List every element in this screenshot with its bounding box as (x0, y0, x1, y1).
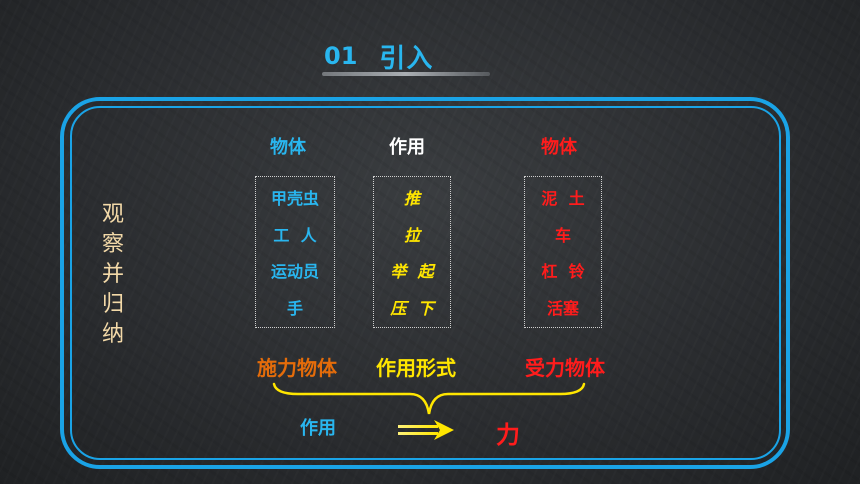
right-column-list: 泥 土 车 杠 铃 活塞 (524, 176, 602, 328)
middle-column-list: 推 拉 举 起 压 下 (373, 176, 451, 328)
list-item: 压 下 (390, 298, 434, 318)
category-action: 作用形式 (376, 356, 456, 380)
list-item: 甲壳虫 (270, 189, 319, 209)
force-label: 力 (496, 421, 520, 449)
category-receiver: 受力物体 (525, 356, 605, 380)
middle-column-header: 作用 (389, 137, 425, 158)
list-item: 杠 铃 (541, 262, 585, 282)
list-item: 推 (403, 189, 420, 209)
side-char: 察 (101, 232, 124, 257)
category-agent: 施力物体 (257, 356, 337, 380)
list-item: 工 人 (273, 225, 317, 245)
list-item: 活塞 (546, 298, 579, 318)
double-arrow-icon (398, 420, 454, 440)
section-heading: 引入 (379, 43, 434, 74)
content-frame-inner (70, 106, 781, 460)
list-item: 拉 (403, 225, 420, 245)
content-frame-outer (60, 97, 790, 469)
section-number: 01 (324, 42, 358, 70)
list-item: 手 (286, 298, 303, 318)
title-underline (322, 72, 490, 76)
left-column-header: 物体 (270, 137, 306, 158)
left-column-list: 甲壳虫 工 人 运动员 手 (255, 176, 335, 328)
side-char: 观 (101, 202, 124, 227)
side-label: 观 察 并 归 纳 (98, 200, 128, 350)
side-char: 并 (101, 262, 124, 287)
curly-brace-icon (272, 382, 586, 415)
list-item: 车 (554, 225, 571, 245)
list-item: 举 起 (390, 262, 434, 282)
bottom-action-label: 作用 (300, 418, 336, 439)
section-title: 01 引入 (324, 38, 433, 74)
side-char: 归 (101, 292, 124, 317)
side-char: 纳 (101, 322, 124, 347)
list-item: 泥 土 (541, 189, 585, 209)
right-column-header: 物体 (541, 137, 577, 158)
list-item: 运动员 (270, 262, 319, 282)
